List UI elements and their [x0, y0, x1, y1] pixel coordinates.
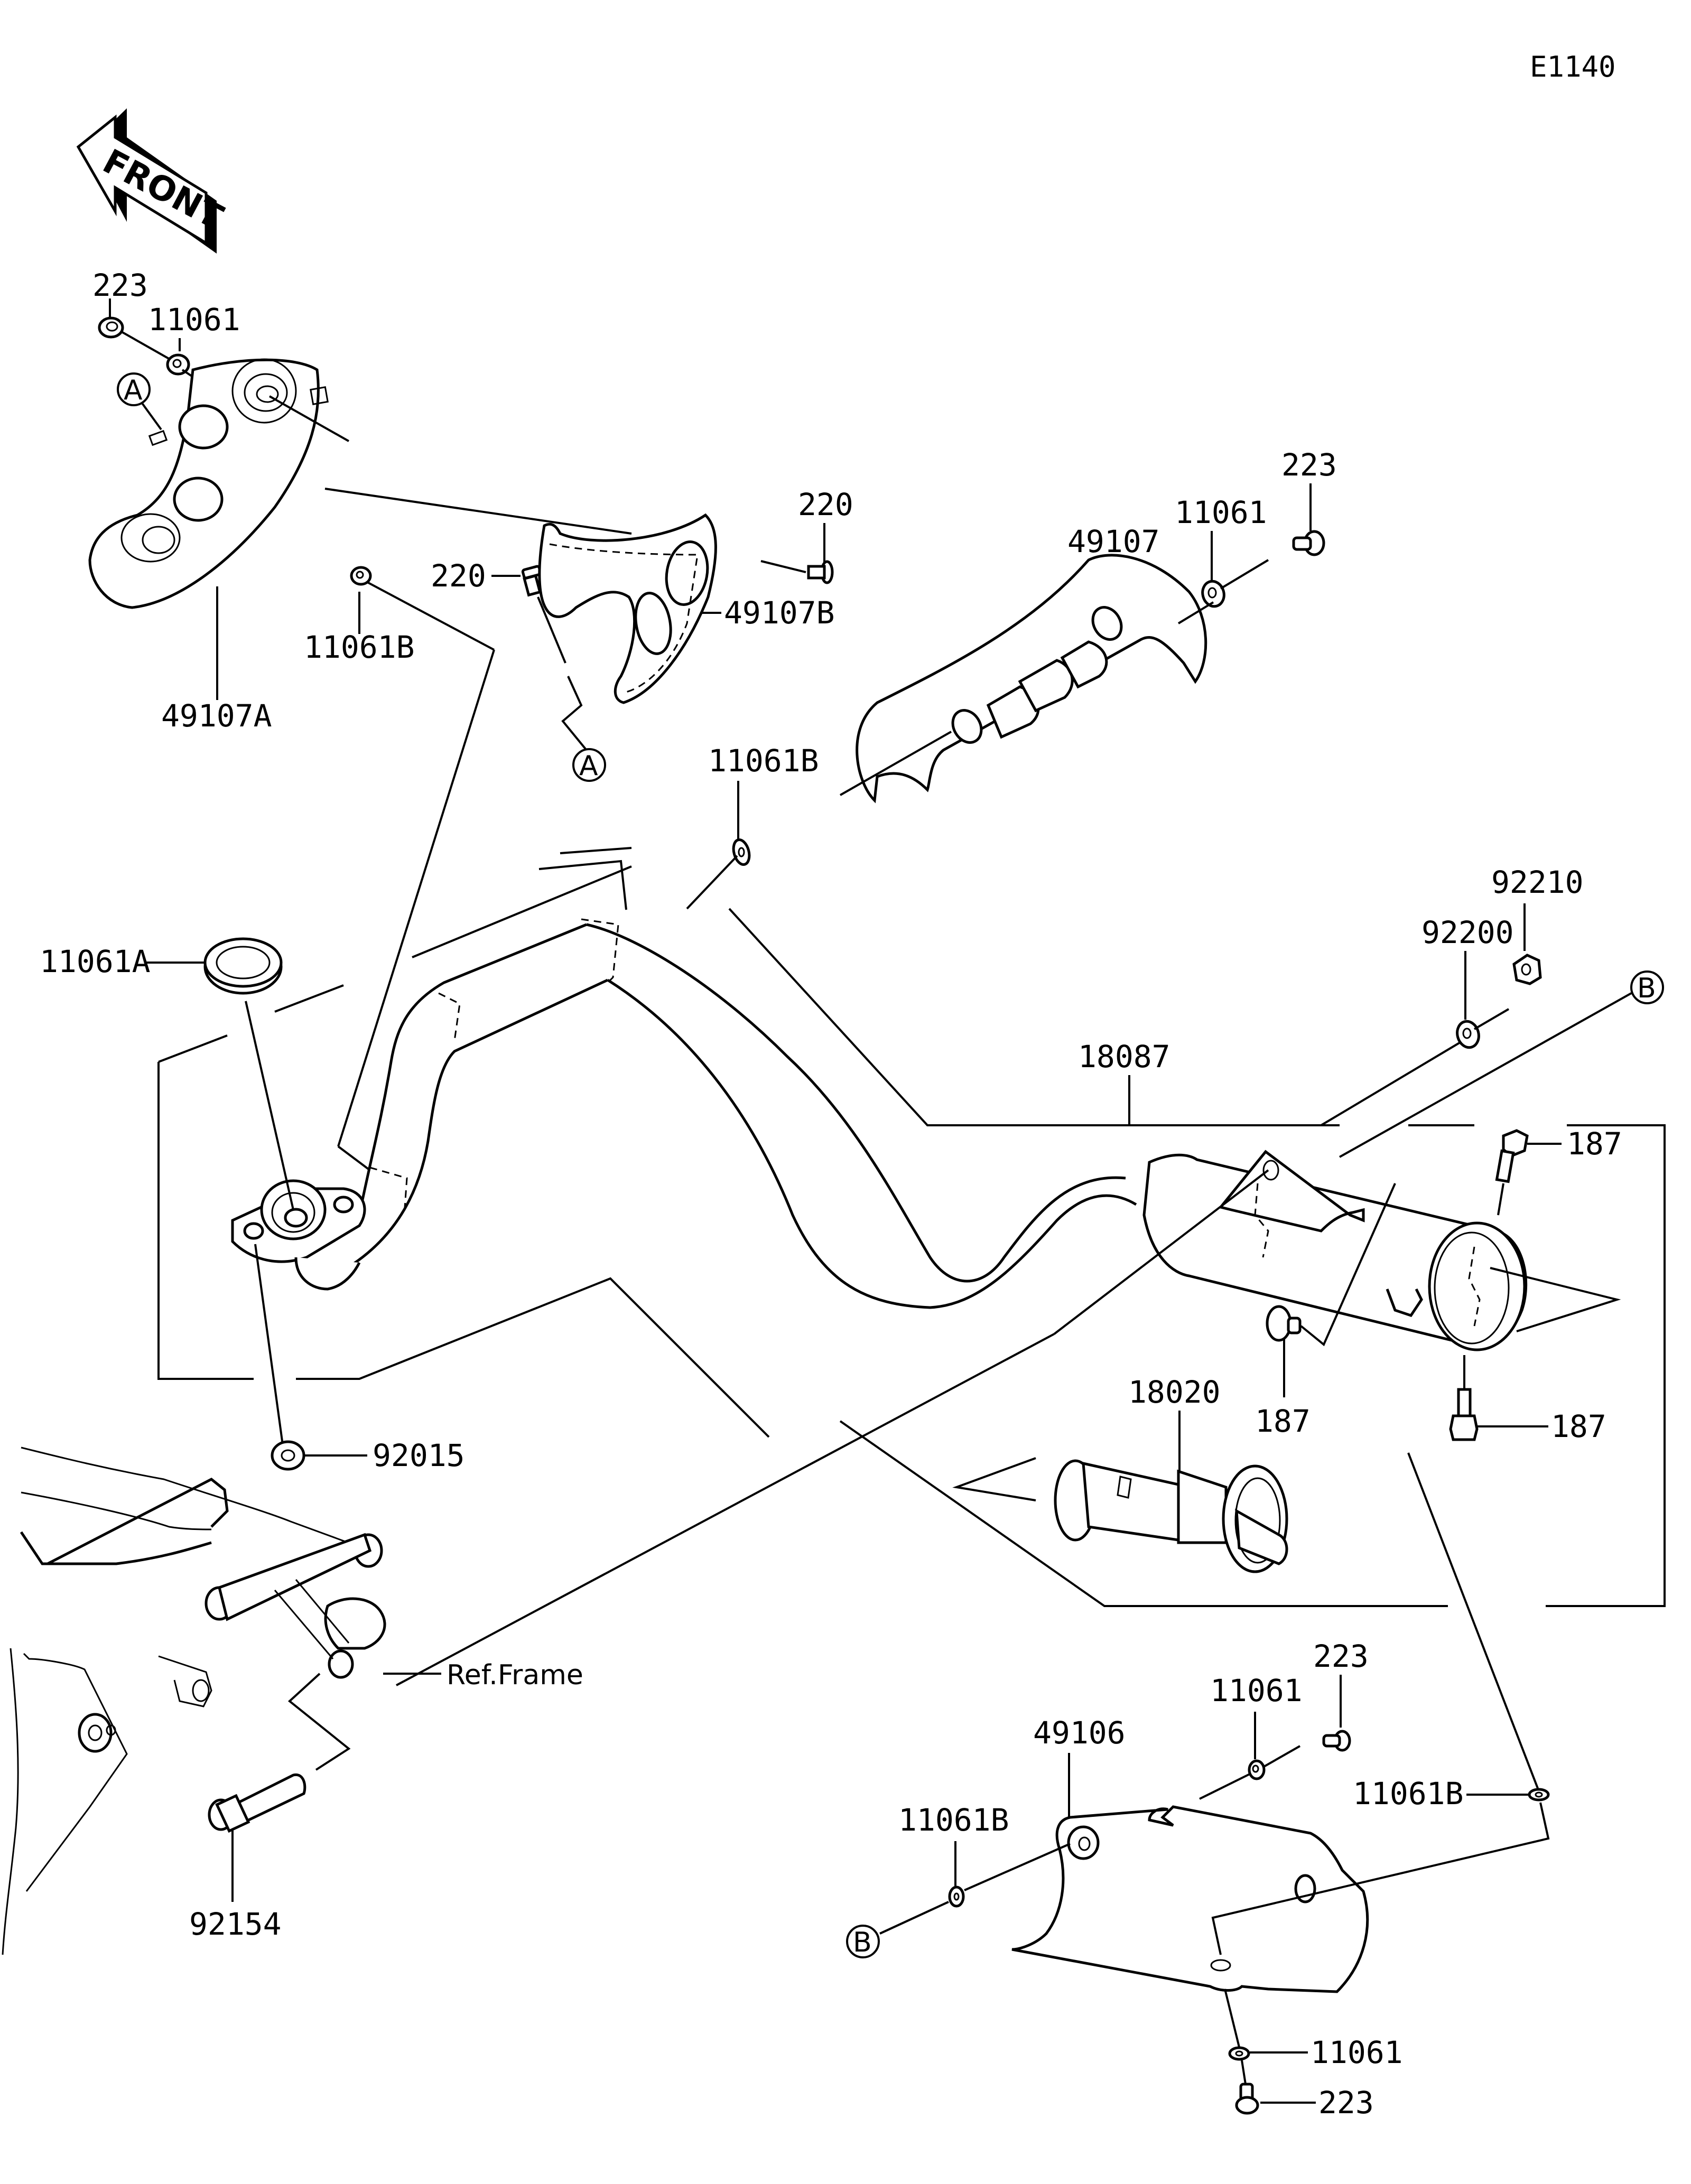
callout-a-left: A	[117, 372, 151, 406]
heat-guard-49106-part	[1011, 1805, 1369, 1993]
bolt-187-c-part	[1266, 1305, 1302, 1342]
ref-frame-label: Ref.Frame	[447, 1659, 583, 1691]
diagram-code: E1140	[1530, 50, 1616, 83]
label-11061B-left: 11061B	[304, 629, 415, 665]
callout-b-right: B	[1630, 970, 1664, 1004]
label-187-c: 187	[1255, 1403, 1311, 1439]
label-49106: 49106	[1033, 1715, 1126, 1751]
label-11061: 11061	[148, 302, 240, 338]
heat-guard-49107-part	[856, 554, 1207, 804]
bolt-187-b-part	[1449, 1388, 1479, 1441]
label-223: 223	[92, 267, 148, 303]
bolt-223-upper-part	[1292, 530, 1325, 556]
bolt-187-a-part	[1495, 1129, 1529, 1183]
nut-92015-part	[271, 1440, 305, 1471]
label-220-left: 220	[431, 558, 486, 594]
label-92015: 92015	[373, 1438, 465, 1473]
washer-11061-bottom-part	[1228, 2046, 1250, 2061]
svg-text:B: B	[1637, 973, 1656, 1004]
front-arrow-icon: FRONT	[76, 108, 229, 254]
svg-text:A: A	[124, 375, 143, 406]
label-223-bottom: 223	[1318, 2085, 1374, 2121]
label-11061-bottom: 11061	[1311, 2034, 1403, 2070]
label-187-a: 187	[1567, 1126, 1622, 1162]
screw-220-right-part	[807, 560, 834, 584]
bolt-223-lower-part	[1322, 1730, 1351, 1752]
washer-11061B-lower-right-part	[1528, 1788, 1550, 1802]
washer-11061-upper-part	[1201, 580, 1225, 608]
svg-text:B: B	[853, 1927, 872, 1958]
heat-guard-49107B-part	[538, 513, 717, 704]
label-223-lower: 223	[1313, 1638, 1369, 1674]
label-92200: 92200	[1421, 914, 1514, 950]
label-11061B-lower-left: 11061B	[898, 1802, 1009, 1838]
spark-arrester-18020-part	[1054, 1459, 1288, 1573]
nut-92210-part	[1512, 954, 1542, 985]
label-11061A: 11061A	[40, 944, 151, 979]
washer-11061B-part	[350, 566, 372, 586]
label-220-right: 220	[798, 487, 853, 522]
frame-reference-part	[2, 1446, 386, 1955]
bolt-92154-part	[208, 1773, 306, 1833]
label-92210: 92210	[1491, 864, 1584, 900]
callout-b-lower: B	[846, 1925, 880, 1958]
bolt-223-part	[98, 316, 124, 339]
label-11061B-lower-right: 11061B	[1353, 1776, 1464, 1812]
label-49107: 49107	[1067, 524, 1160, 559]
label-11061-upper: 11061	[1175, 494, 1267, 530]
label-11061-lower: 11061	[1210, 1673, 1303, 1709]
washer-92200-part	[1456, 1020, 1480, 1049]
washer-11061B-lower-left-part	[948, 1886, 965, 1908]
label-49107B: 49107B	[724, 595, 835, 631]
label-223-upper: 223	[1281, 447, 1337, 483]
muffler-body-part	[1142, 1150, 1528, 1351]
label-11061B-mid: 11061B	[708, 743, 819, 779]
label-187-b: 187	[1551, 1408, 1606, 1444]
washer-11061B-mid-part	[732, 838, 751, 866]
label-92154: 92154	[189, 1906, 282, 1942]
muffler-assembly-bracket	[157, 847, 1666, 1607]
svg-text:A: A	[579, 750, 598, 782]
label-49107A: 49107A	[161, 698, 272, 734]
exhaust-pipe-part	[337, 918, 1137, 1309]
gasket-11061A-part	[203, 937, 283, 995]
bolt-223-bottom-part	[1235, 2083, 1259, 2115]
callout-a-middle: A	[572, 748, 606, 782]
label-18087: 18087	[1078, 1039, 1170, 1075]
exhaust-flange-part	[231, 1179, 366, 1291]
label-18020: 18020	[1128, 1374, 1221, 1410]
heat-guard-49107A-part	[88, 358, 329, 609]
washer-11061-lower-part	[1248, 1759, 1266, 1780]
